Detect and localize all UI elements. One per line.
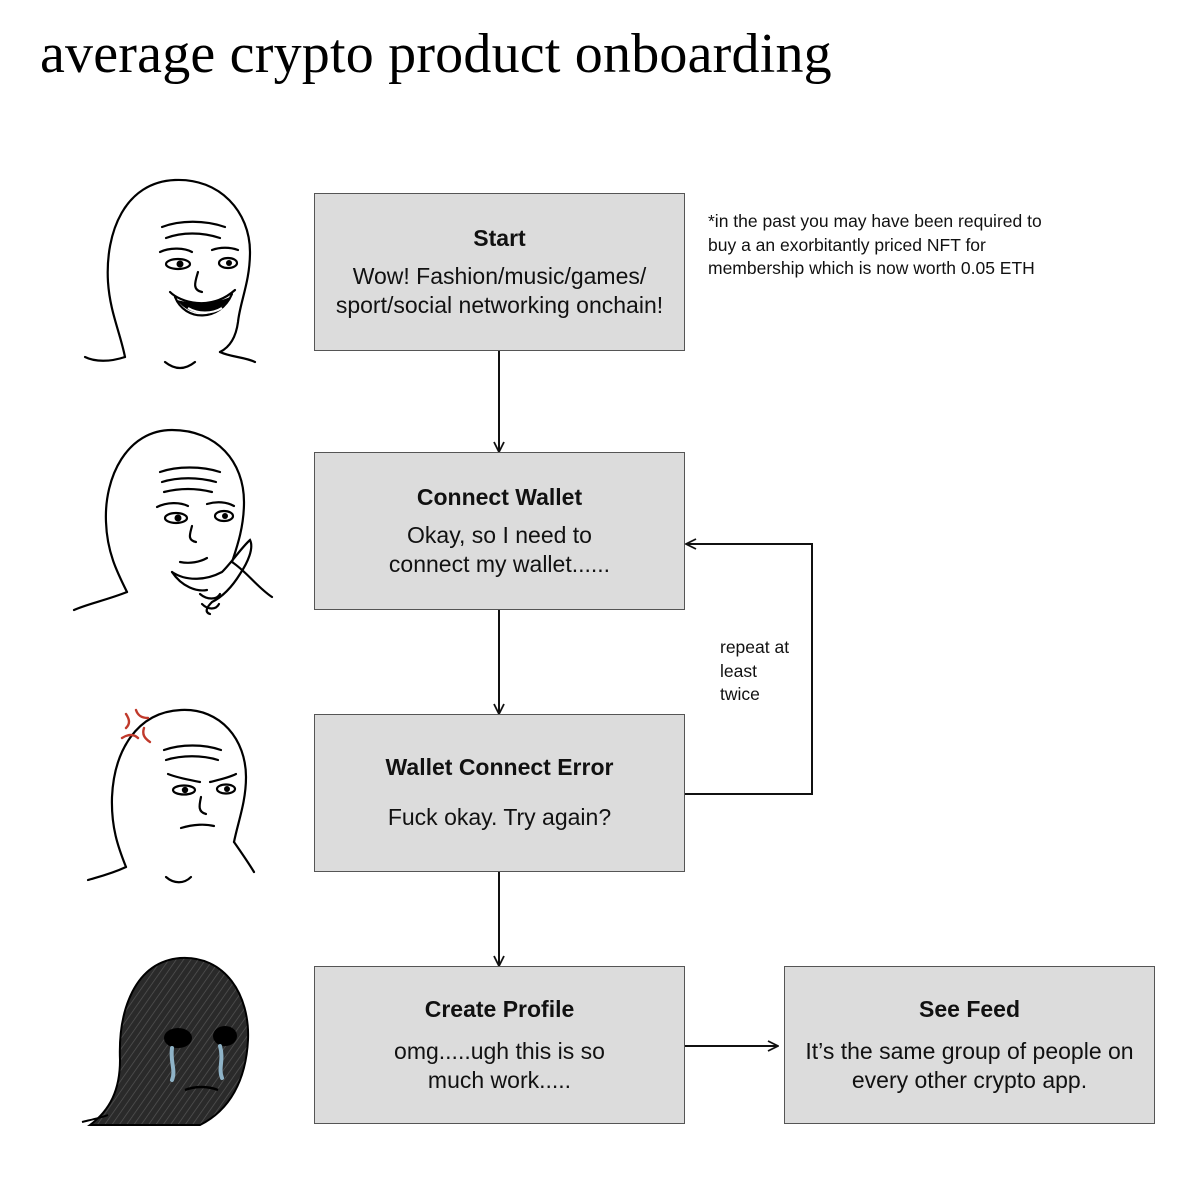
happy-wojak-icon <box>83 178 257 370</box>
box-create-profile-title: Create Profile <box>424 995 575 1022</box>
box-create-profile-text: omg.....ugh this is so much work..... <box>394 1037 605 1093</box>
box-connect-wallet-text: Okay, so I need to connect my wallet....… <box>388 521 611 577</box>
box-connect-wallet-title: Connect Wallet <box>416 483 583 510</box>
diagram-title: average crypto product onboarding <box>40 23 832 85</box>
despair-wojak-icon <box>81 956 250 1126</box>
box-see-feed-title: See Feed <box>919 995 1020 1022</box>
angry-wojak-icon <box>86 708 256 884</box>
box-create-profile: Create Profile omg.....ugh this is so mu… <box>314 966 685 1124</box>
thinking-wojak-icon <box>72 428 274 616</box>
box-wallet-connect-error-text: Fuck okay. Try again? <box>387 804 612 830</box>
box-wallet-connect-error: Wallet Connect Error Fuck okay. Try agai… <box>314 714 685 872</box>
anger-mark-icon <box>120 708 152 744</box>
repeat-label: repeat at least twice <box>720 637 790 704</box>
box-connect-wallet: Connect Wallet Okay, so I need to connec… <box>314 452 685 610</box>
box-wallet-connect-error-title: Wallet Connect Error <box>385 754 614 780</box>
box-see-feed: See Feed It’s the same group of people o… <box>784 966 1155 1124</box>
box-start-text: Wow! Fashion/music/games/ sport/social n… <box>335 262 664 318</box>
footnote-nft: *in the past you may have been required … <box>708 211 1042 278</box>
box-start-title: Start <box>473 224 526 251</box>
box-see-feed-text: It’s the same group of people on every o… <box>805 1037 1134 1093</box>
arrow-repeat-loop <box>685 544 813 795</box>
box-start: Start Wow! Fashion/music/games/ sport/so… <box>314 193 685 351</box>
